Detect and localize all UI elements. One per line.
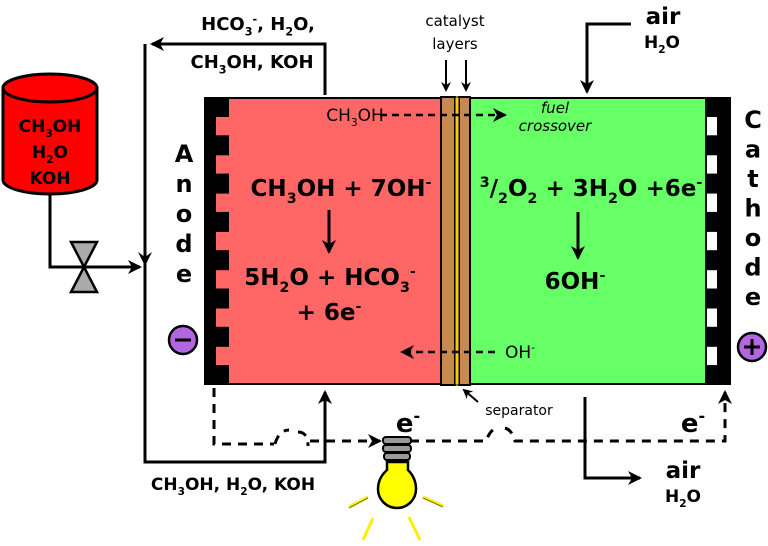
plate-rib: [705, 211, 717, 232]
electron-label-left: e-: [396, 407, 420, 439]
negative-terminal-icon[interactable]: [167, 324, 199, 356]
down-arrow-icon: [138, 252, 152, 266]
cathode-reactants: 3/2O2 + 3H2O +6e-: [480, 175, 703, 207]
tank-label-methanol: CH3OH: [19, 117, 82, 140]
electron-path-left: [212, 388, 274, 446]
cathode-letter: C: [744, 106, 762, 134]
cathode-products: 6OH-: [545, 268, 606, 295]
plate-rib: [705, 135, 717, 156]
light-bulb-icon: [348, 436, 444, 541]
anode-catalyst-layer: [440, 96, 456, 386]
inlet-label: CH3OH, H2O, KOH: [151, 475, 315, 498]
electron-label-right: e-: [681, 407, 705, 439]
anode-products-line2: + 6e-: [297, 299, 362, 326]
air-outlet-label: air: [666, 458, 701, 484]
plate-rib: [705, 365, 717, 385]
fuel-tank: CH3OH H2O KOH: [1, 72, 99, 196]
anode-products-line1: 5H2O + HCO3-: [244, 264, 416, 296]
anode-reactants: CH3OH + 7OH-: [251, 175, 432, 207]
separator-membrane: [454, 96, 460, 386]
plate-rib: [705, 173, 717, 194]
cathode-letter: t: [747, 165, 758, 193]
outlet-label-line2: CH3OH, KOH: [190, 52, 313, 76]
crossover-label-line1: fuel: [541, 99, 570, 117]
plate-rib: [216, 288, 229, 309]
plate-rib: [216, 250, 229, 271]
anode-outlet-line: [150, 37, 327, 95]
plate-rib: [216, 365, 229, 385]
air-inlet-line: [580, 22, 631, 94]
electron-path-to-bulb: [273, 430, 380, 446]
tank-label-water: H2O: [32, 143, 68, 166]
anode-inlet-line: [143, 44, 332, 464]
hydroxide-label: OH-: [505, 342, 535, 363]
plate-rib: [216, 211, 229, 232]
outlet-label-line1: HCO3-, H2O,: [201, 13, 315, 39]
cathode-catalyst-layer: [458, 96, 471, 386]
valve-icon[interactable]: [68, 240, 100, 294]
plate-rib: [216, 135, 229, 156]
cathode-letter: e: [745, 283, 761, 311]
anode-plate: [204, 97, 229, 385]
cathode-compartment: [469, 97, 707, 385]
separator-arrow: [462, 388, 479, 403]
cathode-plate: [705, 97, 731, 385]
cathode-letter: h: [744, 195, 761, 223]
plate-rib: [216, 173, 229, 194]
plate-rib: [216, 97, 229, 117]
anode-letter: o: [176, 200, 193, 228]
cathode-letter: d: [744, 254, 761, 282]
air-outlet-water-label: H2O: [665, 487, 701, 510]
plate-rib: [705, 288, 717, 309]
anode-letter: d: [175, 230, 192, 258]
cathode-letter: a: [745, 136, 761, 164]
electron-path-right: [410, 392, 725, 443]
anode-letter: n: [175, 170, 192, 198]
air-inlet-water-label: H2O: [644, 33, 680, 56]
crossover-species: CH3OH: [326, 106, 384, 129]
plate-rib: [705, 250, 717, 271]
plate-rib: [216, 326, 229, 347]
catalyst-label-line1: catalyst: [425, 12, 484, 30]
crossover-label-line2: crossover: [519, 117, 593, 135]
separator-label: separator: [485, 403, 553, 419]
positive-terminal-icon[interactable]: [736, 331, 768, 363]
cathode-letter: o: [745, 224, 762, 252]
feed-line: [48, 195, 142, 274]
fuel-cell: [204, 96, 731, 386]
tank-label-koh: KOH: [29, 169, 70, 189]
catalyst-label-line2: layers: [432, 35, 478, 53]
air-inlet-label: air: [646, 4, 681, 30]
anode-letter: e: [176, 260, 192, 288]
air-outlet-line: [583, 397, 642, 485]
plate-rib: [705, 97, 717, 117]
anode-letter: A: [175, 140, 194, 168]
plate-rib: [705, 326, 717, 347]
